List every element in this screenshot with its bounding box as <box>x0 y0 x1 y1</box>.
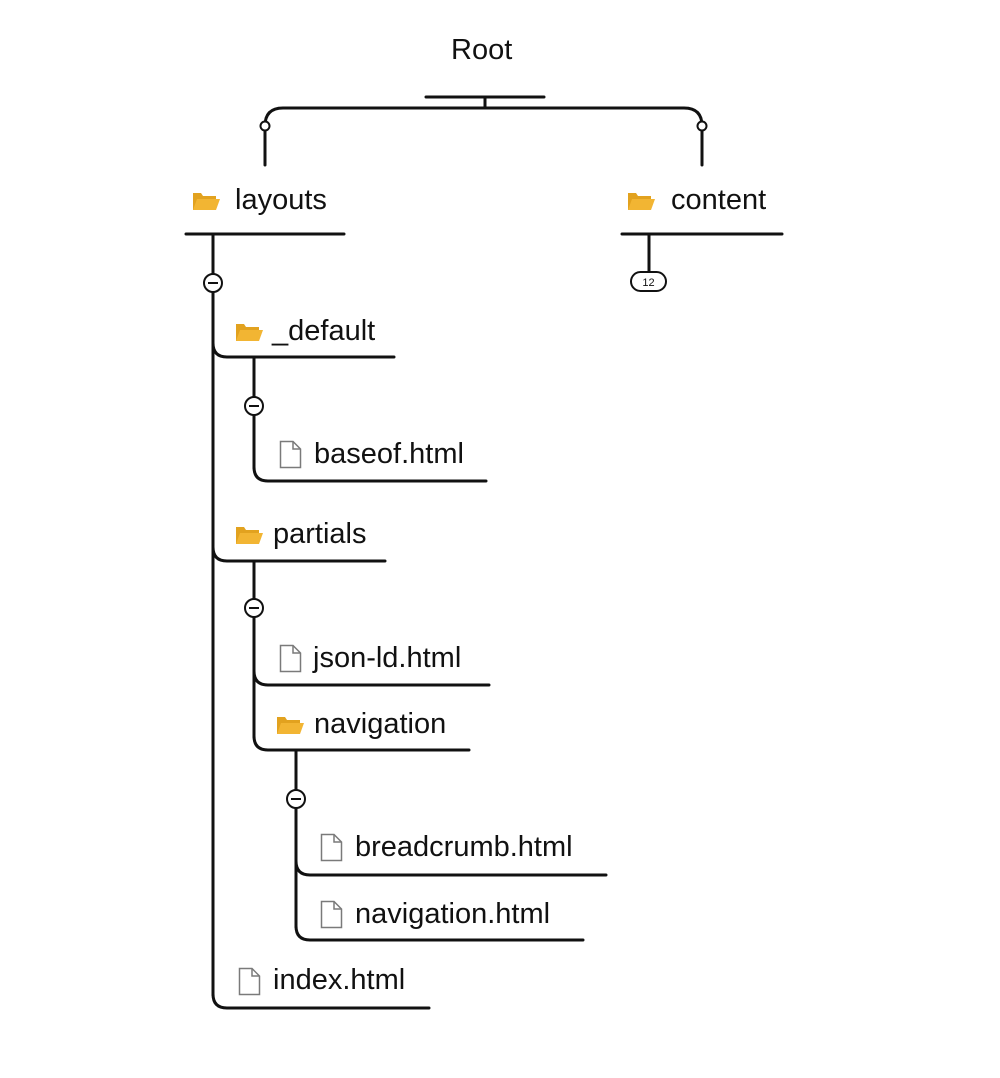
folder-icon <box>236 324 263 341</box>
partials-collapse-toggle[interactable] <box>244 598 264 618</box>
folder-icon <box>193 193 220 210</box>
folder-icon <box>628 193 655 210</box>
breadcrumb-underline <box>294 859 608 877</box>
baseof-underline <box>252 465 488 483</box>
root-node-label[interactable]: Root <box>451 34 513 66</box>
folder-icon <box>236 527 263 544</box>
file-icon <box>320 900 343 929</box>
node-content[interactable]: content <box>671 184 767 216</box>
node-navigation-file[interactable]: navigation.html <box>355 898 551 930</box>
node-baseof[interactable]: baseof.html <box>314 438 464 470</box>
node-index[interactable]: index.html <box>273 964 406 996</box>
node-navigation-folder[interactable]: navigation <box>314 708 447 740</box>
node-breadcrumb[interactable]: breadcrumb.html <box>355 831 573 863</box>
file-icon <box>279 440 302 469</box>
json-ld-underline <box>252 669 491 687</box>
layouts-collapse-toggle[interactable] <box>203 273 223 293</box>
content-expand-badge[interactable]: 12 <box>630 271 667 292</box>
connector-lines <box>184 95 784 1010</box>
file-icon <box>238 967 261 996</box>
node-layouts[interactable]: layouts <box>235 184 327 216</box>
file-icon <box>320 833 343 862</box>
root-branch <box>263 106 704 128</box>
layouts-joint <box>259 120 271 132</box>
partials-underline <box>211 545 387 563</box>
file-icon <box>279 644 302 673</box>
node-partials[interactable]: partials <box>273 518 367 550</box>
node-default[interactable]: _default <box>272 315 376 347</box>
default-collapse-toggle[interactable] <box>244 396 264 416</box>
content-hidden-count: 12 <box>642 277 654 289</box>
default-underline <box>211 341 396 359</box>
node-json-ld[interactable]: json-ld.html <box>313 642 462 674</box>
content-joint <box>696 120 708 132</box>
navigation-file-underline <box>294 924 585 942</box>
index-underline <box>211 992 431 1010</box>
folder-icon <box>277 717 304 734</box>
navigation-folder-underline <box>252 734 471 752</box>
navigation-collapse-toggle[interactable] <box>286 789 306 809</box>
